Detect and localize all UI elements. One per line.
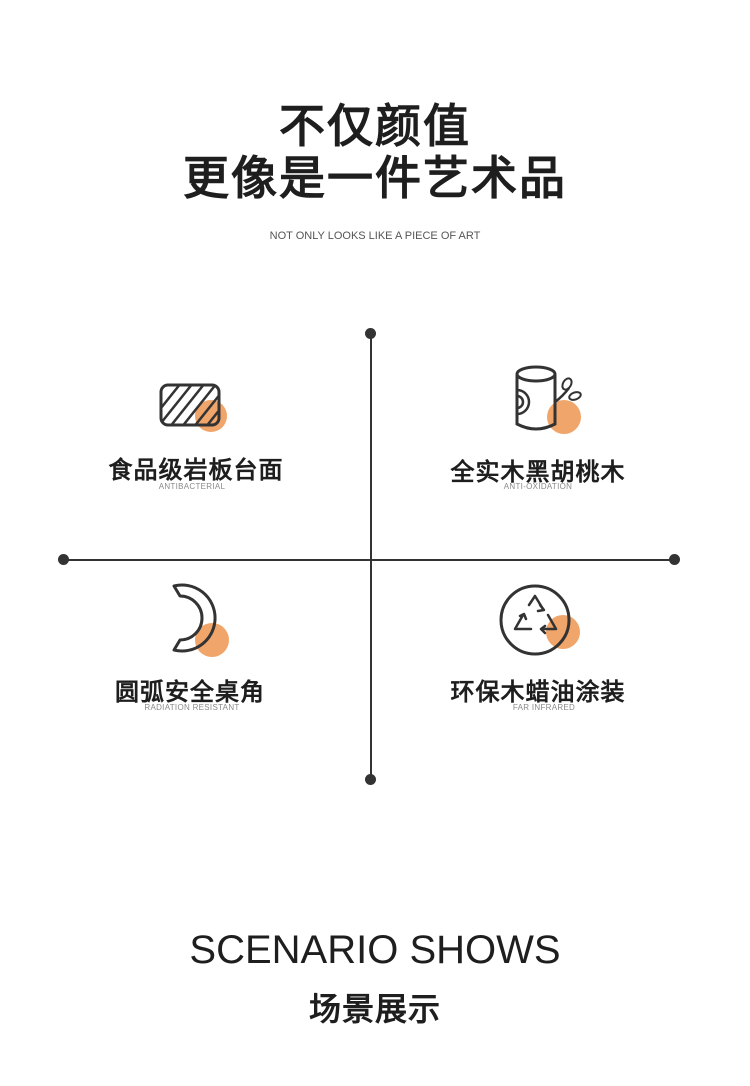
feature-subtitle-4: FAR INFRARED	[512, 703, 576, 712]
headline-line-2: 更像是一件艺术品	[183, 151, 567, 205]
divider-dot-bottom	[365, 774, 376, 785]
divider-dot-left	[58, 554, 69, 565]
feature-title-4: 环保木蜡油涂装	[450, 678, 626, 706]
recycle-icon	[499, 584, 580, 656]
feature-subtitle-1: ANTIBACTERIAL	[158, 482, 226, 491]
scenario-title-en: SCENARIO SHOWS	[189, 928, 561, 972]
feature-title-1: 食品级岩板台面	[108, 456, 284, 484]
feature-subtitle-3: RADIATION RESISTANT	[144, 703, 240, 712]
headline-subtitle: NOT ONLY LOOKS LIKE A PIECE OF ART	[269, 230, 481, 242]
divider-dot-right	[669, 554, 680, 565]
feature-subtitle-2: ANTI-OXIDATION	[503, 482, 573, 491]
wood-log-icon	[515, 365, 582, 434]
rounded-corner-icon	[172, 583, 229, 657]
divider-dot-top	[365, 328, 376, 339]
striped-slab-icon	[159, 383, 227, 432]
headline-line-1: 不仅颜值	[279, 99, 471, 153]
scenario-title-cn: 场景展示	[308, 990, 441, 1028]
vertical-divider	[370, 334, 372, 780]
horizontal-divider	[63, 559, 675, 561]
feature-title-2: 全实木黑胡桃木	[450, 458, 626, 486]
feature-title-3: 圆弧安全桌角	[115, 678, 265, 706]
